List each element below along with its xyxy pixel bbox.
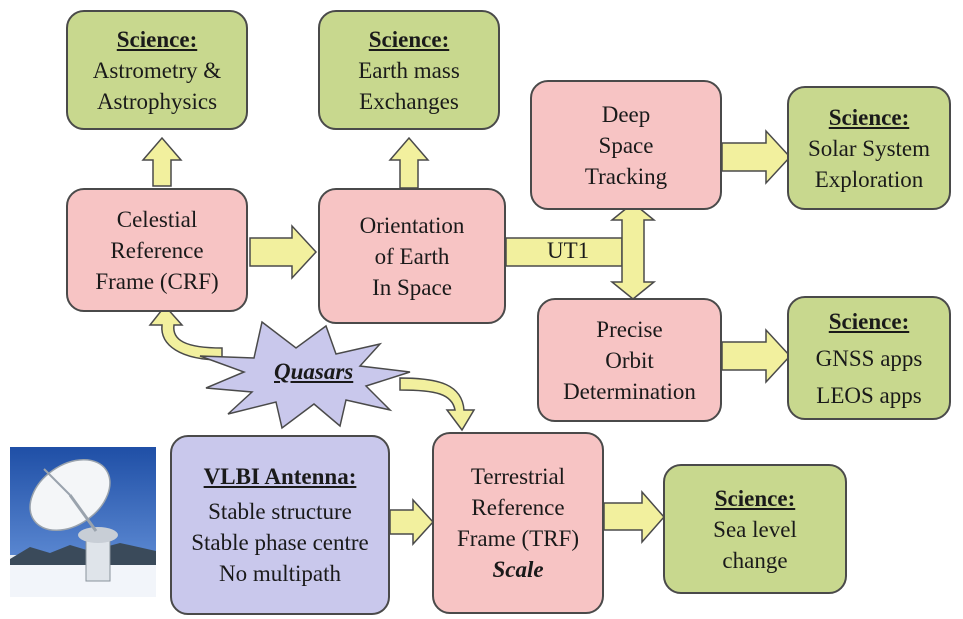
arrow-orientation-to-earth-mass <box>388 136 430 189</box>
vlbi-antenna-box: VLBI Antenna: Stable structure Stable ph… <box>170 435 390 615</box>
science-title: Science: <box>828 104 910 130</box>
arrow-quasars-to-crf <box>148 304 223 361</box>
box-line: Precise <box>596 316 663 342</box>
box-line: of Earth <box>374 243 450 269</box>
precise-orbit-determination-box: Precise Orbit Determination <box>537 298 722 422</box>
box-line: Astrophysics <box>96 88 218 114</box>
ut1-label: UT1 <box>547 238 590 263</box>
orientation-of-earth-box: Orientation of Earth In Space <box>318 188 506 324</box>
arrow-crf-to-astrometry <box>141 136 183 187</box>
box-line: Sea level <box>713 516 797 542</box>
box-line: change <box>722 547 788 573</box>
box-line: Orientation <box>359 212 465 238</box>
box-line: Astrometry & <box>92 57 222 83</box>
scale-label: Scale <box>492 557 544 582</box>
box-line: Stable structure <box>208 499 352 524</box>
box-line: Exploration <box>814 166 924 192</box>
box-line: In Space <box>372 274 452 300</box>
box-line: Reference <box>110 237 204 263</box>
quasars-label: Quasars <box>274 359 354 384</box>
box-line: GNSS apps <box>815 345 923 371</box>
box-line: Reference <box>471 495 565 520</box>
vlbi-title: VLBI Antenna: <box>203 464 357 489</box>
box-line: Space <box>598 132 654 158</box>
box-line: Terrestrial <box>470 464 566 489</box>
radio-telescope-photo <box>10 447 156 597</box>
science-title: Science: <box>828 308 910 334</box>
box-line: Frame (TRF) <box>456 526 579 551</box>
radio-telescope-dish-icon <box>10 447 156 597</box>
arrow-crf-to-orientation <box>249 224 318 280</box>
deep-space-tracking-box: Deep Space Tracking <box>530 80 722 210</box>
science-box-astrometry: Science: Astrometry & Astrophysics <box>66 10 248 130</box>
arrow-quasars-to-trf <box>399 377 476 432</box>
science-title: Science: <box>368 26 450 52</box>
arrow-vlbi-to-trf <box>389 498 435 546</box>
box-line: Stable phase centre <box>191 530 369 555</box>
arrow-deep-space-to-solar <box>721 129 792 185</box>
arrow-deep-space-pod <box>609 202 657 300</box>
celestial-reference-frame-box: Celestial Reference Frame (CRF) <box>66 188 248 312</box>
box-line: Determination <box>563 378 696 404</box>
terrestrial-reference-frame-box: Terrestrial Reference Frame (TRF) Scale <box>432 432 604 614</box>
science-box-sea-level: Science: Sea level change <box>663 464 847 594</box>
science-title: Science: <box>116 26 198 52</box>
science-box-earth-mass: Science: Earth mass Exchanges <box>318 10 500 130</box>
box-line: Earth mass <box>358 57 460 83</box>
box-line: Exchanges <box>359 88 459 114</box>
science-box-gnss: Science: GNSS apps LEOS apps <box>787 296 951 420</box>
quasars-starburst <box>199 320 411 430</box>
box-line: Celestial <box>116 206 198 232</box>
box-line: No multipath <box>218 561 342 586</box>
science-title: Science: <box>714 485 796 511</box>
box-line: Frame (CRF) <box>95 268 219 294</box>
box-line: Solar System <box>807 135 931 161</box>
box-line: LEOS apps <box>816 382 922 408</box>
arrow-trf-to-sea <box>603 490 665 544</box>
arrow-pod-to-gnss <box>721 328 792 384</box>
science-box-solar-system: Science: Solar System Exploration <box>787 86 951 210</box>
box-line: Orbit <box>605 347 654 373</box>
box-line: Tracking <box>584 163 668 189</box>
box-line: Deep <box>601 101 651 127</box>
